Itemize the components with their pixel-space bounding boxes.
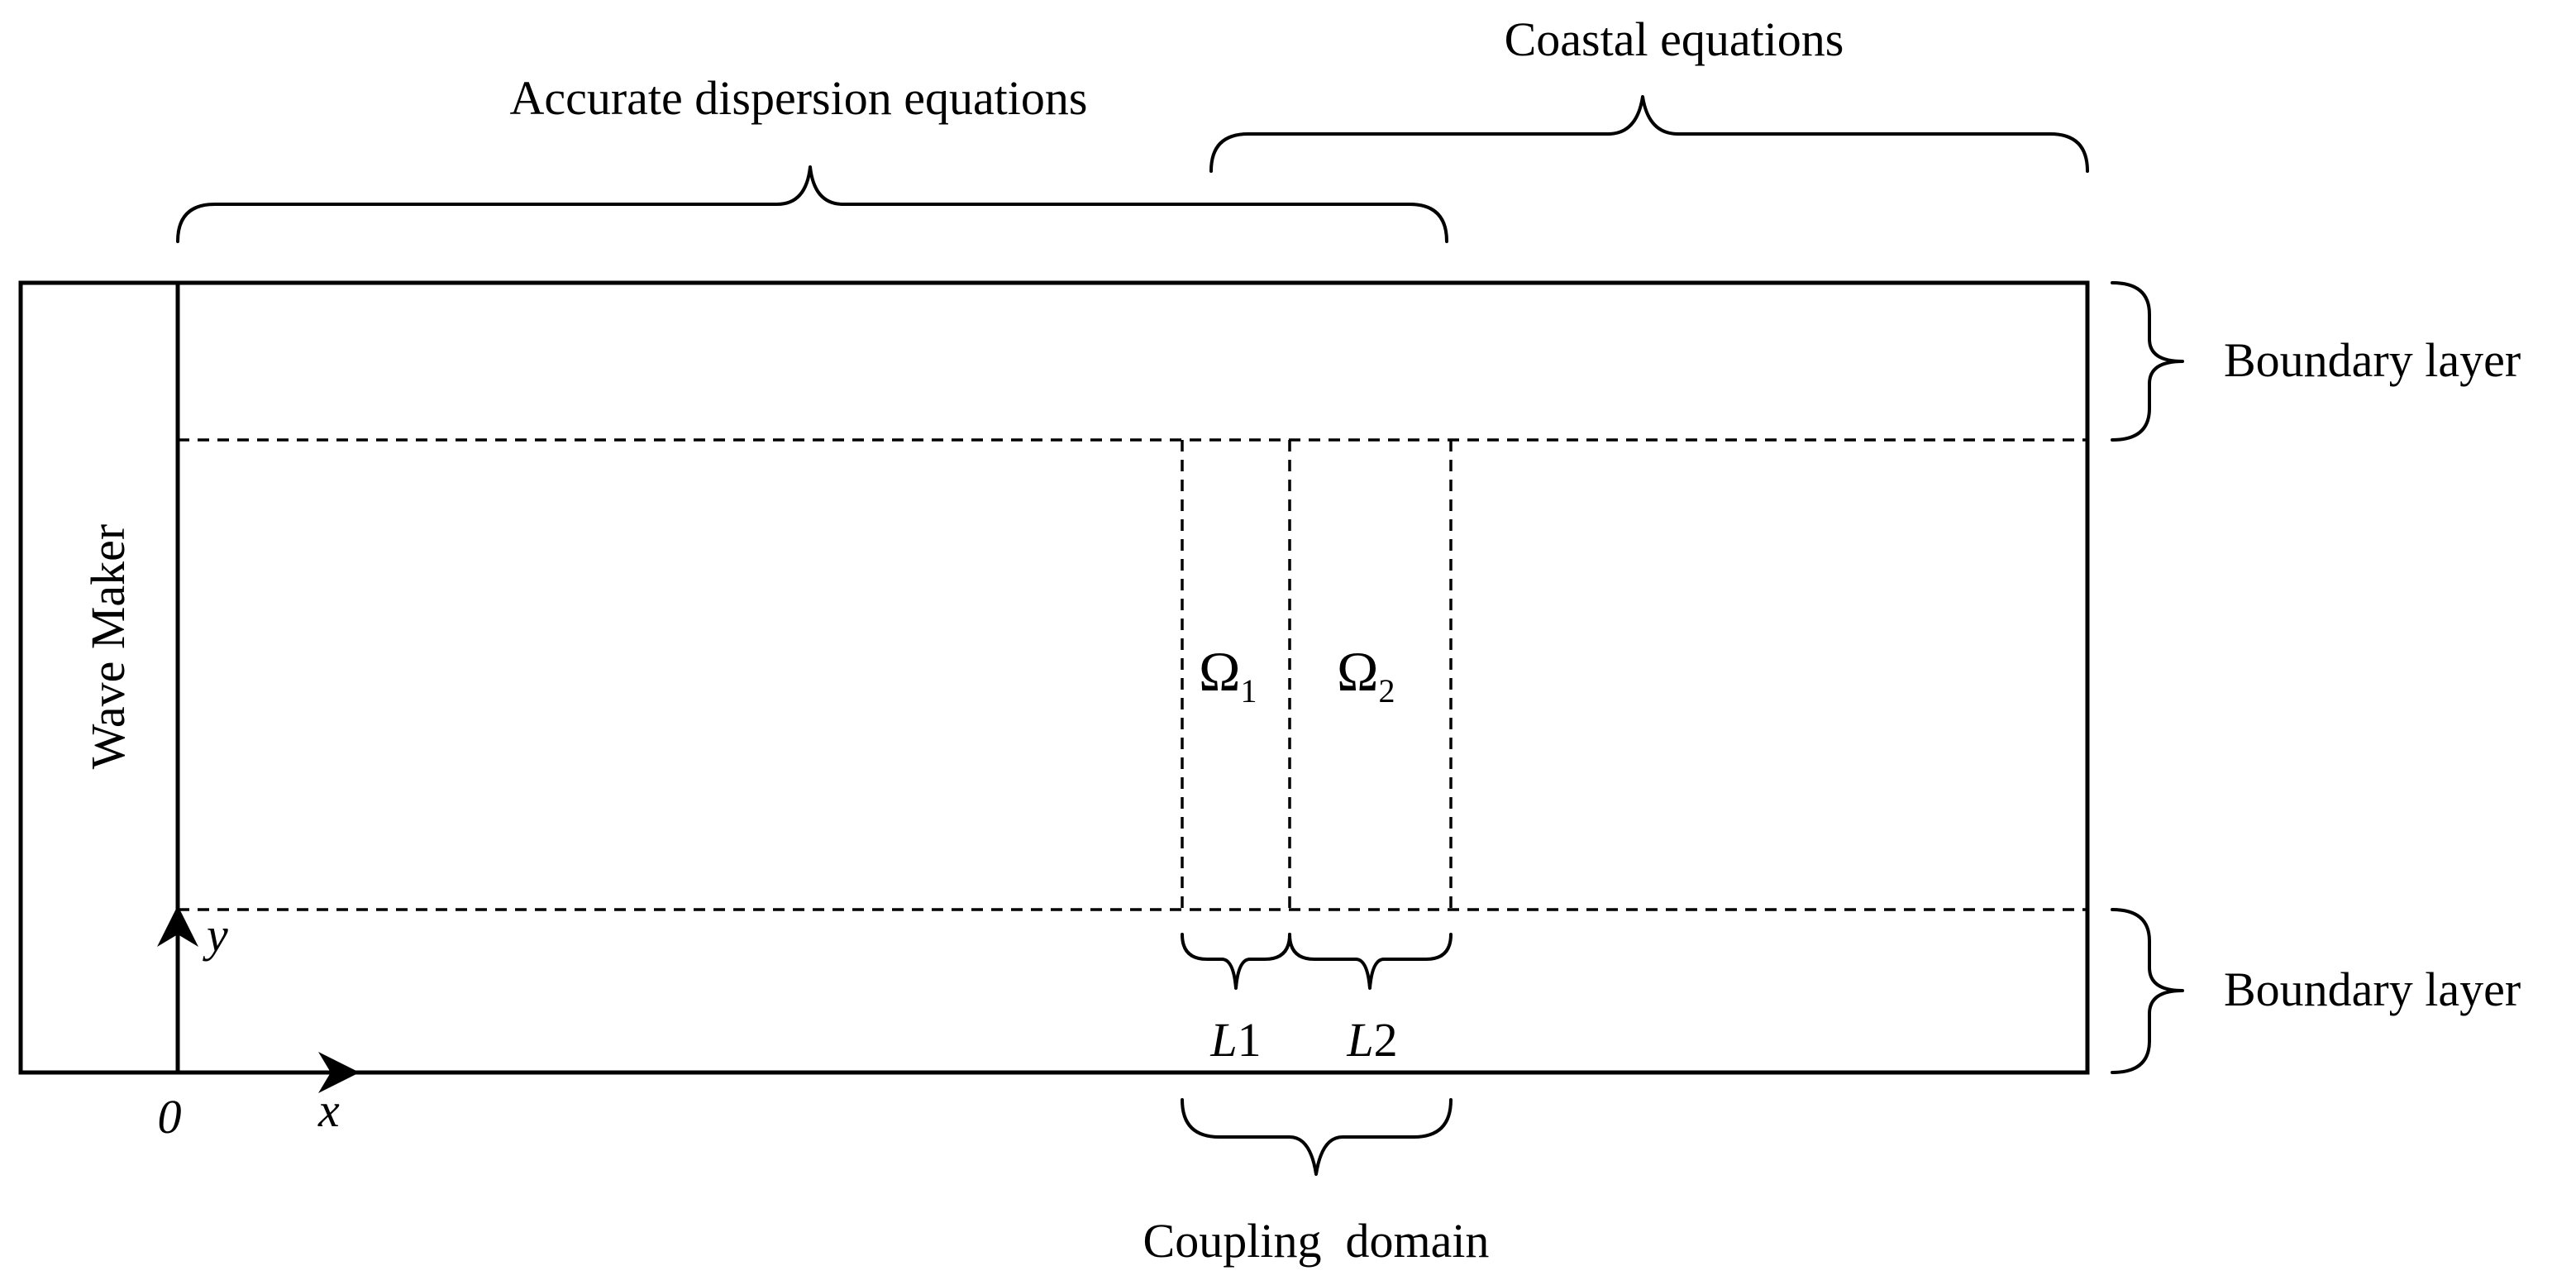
wave-maker-label: Wave Maker xyxy=(81,524,135,769)
accurate-dispersion-label: Accurate dispersion equations xyxy=(509,71,1087,125)
omega1-label: Ω1 xyxy=(1199,640,1257,709)
y-axis-label: y xyxy=(203,908,228,962)
omega1-subscript: 1 xyxy=(1241,672,1257,709)
bottom-boundary-layer-brace xyxy=(2111,908,2184,1074)
x-axis-label: x xyxy=(317,1083,340,1137)
coupling-domain-label: Coupling domain xyxy=(1143,1214,1490,1268)
coupling-domain-brace xyxy=(1181,1098,1453,1176)
omega1-symbol: Ω xyxy=(1199,640,1241,703)
bottom-boundary-layer-label: Boundary layer xyxy=(2224,963,2521,1016)
omega2-label: Ω2 xyxy=(1337,640,1395,709)
accurate-dispersion-brace xyxy=(176,165,1448,243)
L1-label: L1 xyxy=(1209,1013,1261,1067)
coastal-equations-label: Coastal equations xyxy=(1505,12,1844,66)
top-boundary-layer-label: Boundary layer xyxy=(2224,333,2521,387)
omega2-subscript: 2 xyxy=(1379,672,1395,709)
L2-label: L2 xyxy=(1346,1013,1397,1067)
origin-label: 0 xyxy=(158,1090,182,1144)
L2-brace xyxy=(1288,933,1453,990)
L1-brace xyxy=(1181,933,1291,990)
coastal-brace xyxy=(1209,95,2089,173)
top-boundary-layer-brace xyxy=(2111,281,2184,442)
omega2-symbol: Ω xyxy=(1337,640,1379,703)
domain-outer-boundary xyxy=(18,280,2090,1075)
